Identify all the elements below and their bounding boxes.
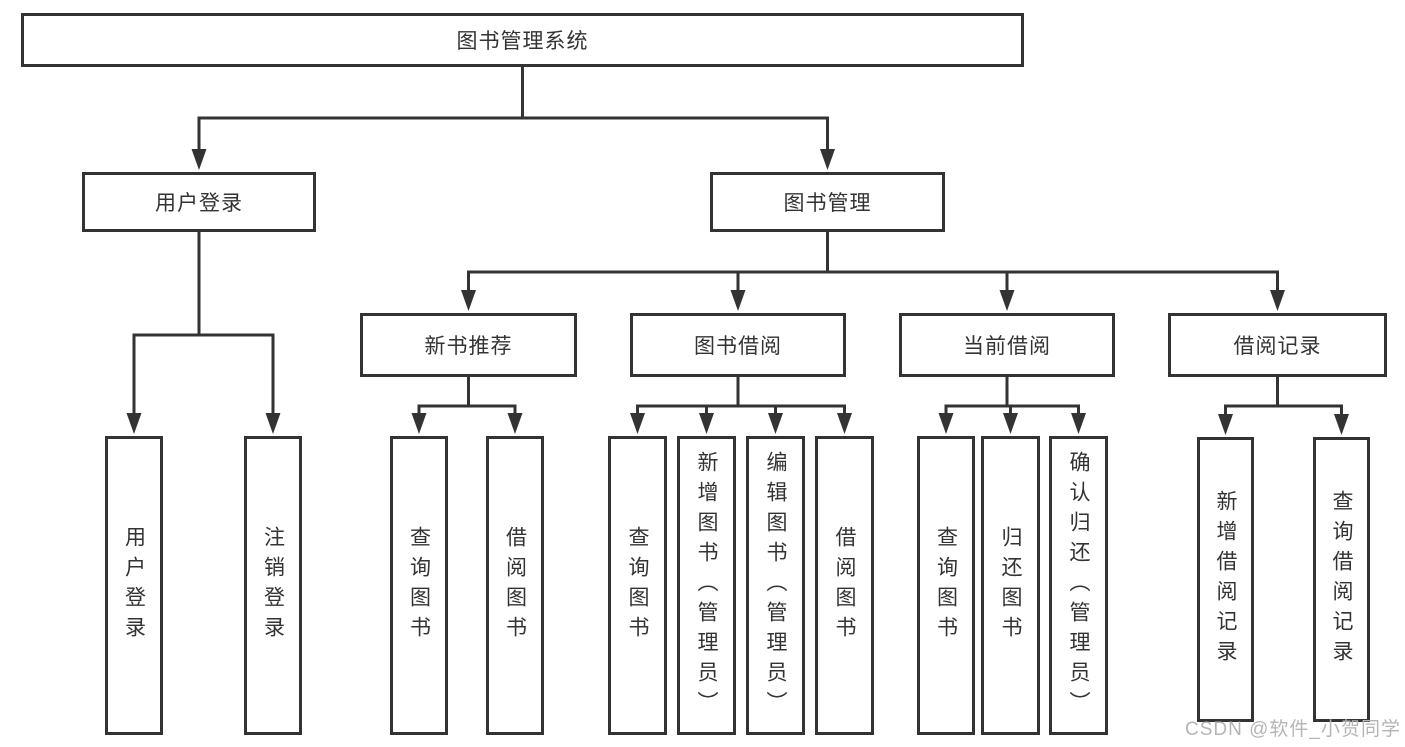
node-leaf-edit-book: 编辑图书（管理员） (746, 436, 805, 735)
node-label: 归还图书 (999, 525, 1022, 646)
node-label: 图书管理 (783, 192, 872, 215)
node-label: 借阅记录 (1233, 335, 1322, 358)
node-label: 查询图书 (934, 525, 958, 646)
node-leaf-add-book: 新增图书（管理员） (677, 436, 736, 735)
node-user-login: 用户登录 (82, 172, 316, 232)
node-borrow-records: 借阅记录 (1168, 313, 1387, 377)
node-label: 借阅图书 (833, 525, 856, 646)
node-label: 当前借阅 (963, 335, 1051, 358)
node-label: 查询图书 (626, 525, 649, 646)
node-label: 借阅图书 (503, 525, 527, 646)
node-book-mgmt: 图书管理 (710, 172, 945, 232)
node-label: 查询借阅记录 (1330, 489, 1353, 670)
watermark: CSDN @软件_小贺同学 (1185, 719, 1401, 740)
node-label: 用户登录 (122, 525, 146, 646)
node-label: 确认归还（管理员） (1067, 450, 1090, 721)
node-leaf-borrow-book-1: 借阅图书 (486, 436, 544, 735)
node-leaf-query-book-3: 查询图书 (917, 436, 975, 735)
node-label: 注销登录 (261, 525, 285, 646)
node-leaf-query-record: 查询借阅记录 (1313, 437, 1370, 722)
node-label: 编辑图书（管理员） (764, 450, 787, 721)
node-leaf-add-record: 新增借阅记录 (1197, 437, 1254, 722)
node-leaf-confirm-return: 确认归还（管理员） (1049, 436, 1108, 735)
connector-root (191, 65, 835, 170)
node-root: 图书管理系统 (21, 13, 1024, 67)
node-label: 新书推荐 (424, 335, 513, 358)
connector-new-book-rec (411, 375, 523, 434)
node-leaf-logout: 注销登录 (244, 436, 302, 735)
connector-user-login (126, 230, 281, 434)
node-book-borrow: 图书借阅 (630, 313, 846, 377)
node-leaf-query-book-1: 查询图书 (390, 436, 448, 735)
node-current-borrow: 当前借阅 (899, 313, 1115, 377)
node-leaf-user-login: 用户登录 (105, 436, 163, 735)
connector-book-borrow (630, 375, 852, 434)
node-label: 图书管理系统 (456, 30, 589, 53)
node-label: 新增借阅记录 (1214, 489, 1237, 670)
node-new-book-rec: 新书推荐 (360, 313, 577, 377)
node-leaf-borrow-book-2: 借阅图书 (815, 436, 874, 735)
node-label: 新增图书（管理员） (695, 450, 718, 721)
node-label: 查询图书 (407, 525, 431, 646)
connector-borrow-records (1218, 375, 1349, 435)
connector-book-mgmt (461, 230, 1285, 311)
node-label: 图书借阅 (694, 335, 782, 358)
node-leaf-return-book: 归还图书 (981, 436, 1040, 735)
node-leaf-query-book-2: 查询图书 (608, 436, 667, 735)
node-label: 用户登录 (155, 192, 243, 215)
connector-current-borrow (938, 375, 1086, 434)
